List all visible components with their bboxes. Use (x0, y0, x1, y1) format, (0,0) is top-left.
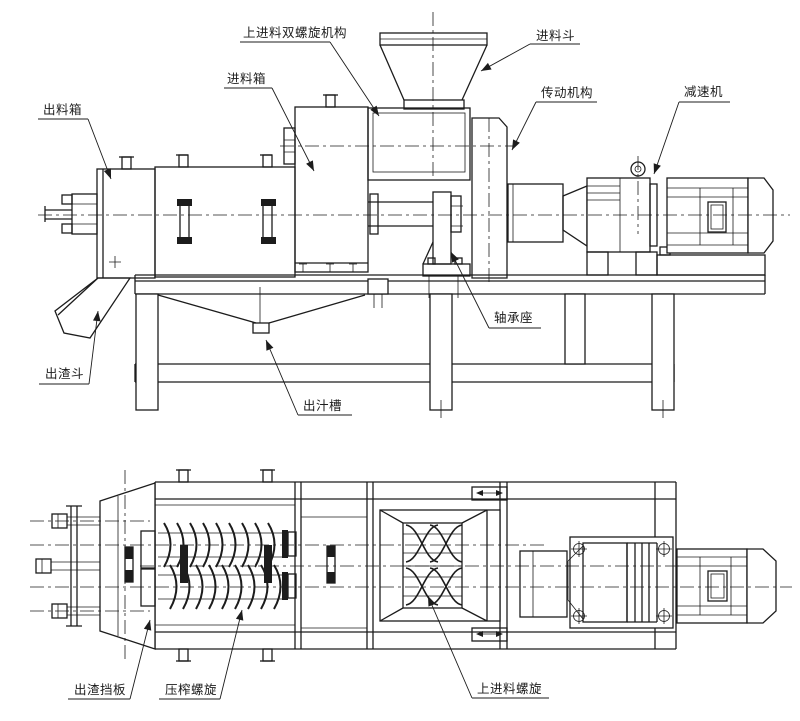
label-bearing-seat: 轴承座 (494, 310, 533, 325)
coupling-housing (507, 183, 588, 248)
label-reducer: 减速机 (684, 85, 723, 99)
feed-hopper-part (379, 32, 488, 110)
front-shaft-bracket (44, 193, 98, 235)
label-feed-hopper: 进料斗 (536, 29, 575, 43)
label-top-feed-screw: 上进料螺旋 (477, 682, 542, 696)
tie-rods (35, 505, 100, 627)
motor-fan-cover (747, 177, 774, 254)
label-top-feed-double-screw-mechanism: 上进料双螺旋机构 (243, 25, 347, 40)
mount-block (367, 278, 389, 295)
side-elevation-view (38, 12, 790, 418)
main-shaft (368, 193, 433, 235)
frame-leg (135, 293, 159, 411)
plan-view (30, 469, 792, 662)
plan-centerlines (30, 470, 792, 660)
drive-mechanism-box (471, 117, 508, 279)
press-barrel (154, 154, 296, 278)
slag-baffle-plate (66, 505, 82, 627)
frame-leg (651, 293, 675, 411)
motor-part (666, 177, 774, 254)
frame-leg-short (564, 293, 586, 365)
plan-coupling (519, 550, 568, 618)
frame-leg (429, 293, 453, 411)
discharge-box-part (96, 156, 156, 279)
slag-chute (54, 277, 132, 339)
plan-reducer (567, 536, 674, 629)
label-slag-discharge-hopper: 出渣斗 (45, 367, 84, 381)
callouts: 上进料双螺旋机构 进料斗 进料箱 传动机构 减速机 出料箱 轴承座 出渣斗 出汁… (38, 25, 730, 700)
bearing-seat-part (422, 191, 471, 277)
plan-motor (676, 548, 777, 624)
motor-base-plate (656, 254, 766, 276)
base-frame (134, 274, 766, 418)
feed-box-part (283, 94, 369, 273)
top-feed-screw-helix (405, 524, 463, 606)
label-juice-outlet-trough: 出汁槽 (303, 399, 342, 413)
label-slag-baffle: 出渣挡板 (74, 683, 126, 697)
label-feed-box: 进料箱 (227, 71, 266, 86)
label-drive-mechanism: 传动机构 (541, 85, 593, 100)
discharge-end-housing (99, 482, 156, 650)
elevation-centerlines (38, 12, 790, 282)
juice-outlet (252, 322, 270, 334)
top-feed-screw-box (379, 486, 508, 642)
edge-studs (176, 469, 275, 662)
label-discharge-box: 出料箱 (43, 102, 82, 117)
plan-frame (154, 481, 677, 650)
pressing-screws (158, 522, 336, 610)
label-pressing-screw: 压榨螺旋 (165, 682, 217, 697)
top-feed-screw-housing (367, 107, 471, 181)
